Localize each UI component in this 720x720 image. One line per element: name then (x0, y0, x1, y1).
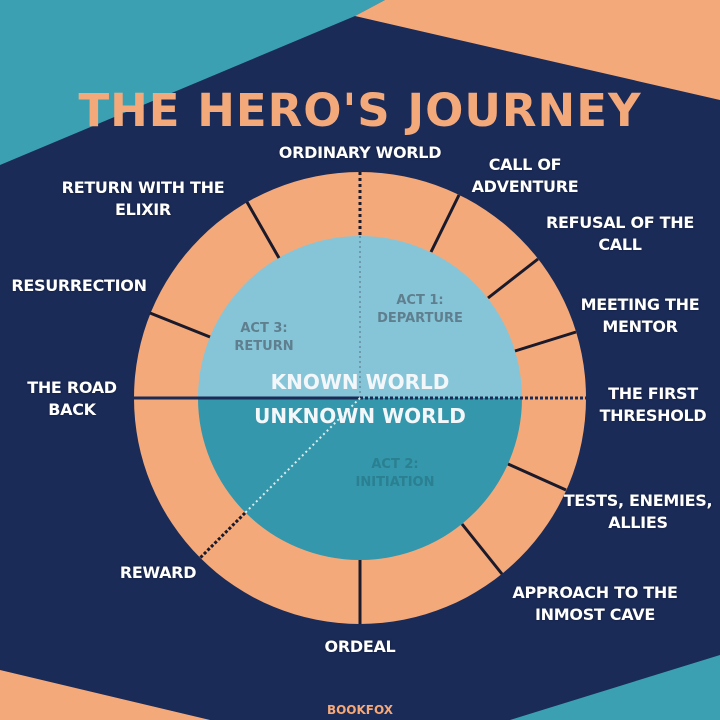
stage-label-resurrection: RESURRECTION (0, 275, 158, 297)
page-title: THE HERO'S JOURNEY (78, 84, 642, 137)
bottom-left-peach-shape (0, 670, 210, 720)
stage-label-meeting-the-mentor: MEETING THE MENTOR (560, 294, 720, 338)
stage-label-ordinary-world: ORDINARY WORLD (250, 142, 470, 164)
stage-label-text: APPROACH TO THE (512, 583, 678, 602)
stage-label-text: ORDINARY WORLD (278, 143, 442, 162)
unknown-world-label: UNKNOWN WORLD (254, 404, 466, 428)
stage-label-the-first-threshold: THE FIRST THRESHOLD (586, 383, 720, 427)
stage-label-text: ADVENTURE (471, 177, 579, 196)
stage-label-the-road-back: THE ROAD BACK (14, 377, 130, 421)
stage-label-call-of-adventure: CALL OF ADVENTURE (455, 154, 595, 198)
stage-label-text: REFUSAL OF THE (546, 213, 694, 232)
stage-label-text: RESURRECTION (11, 276, 147, 295)
stage-label-text: REWARD (119, 563, 197, 582)
stage-label-text: ALLIES (608, 513, 668, 532)
stage-label-text: TESTS, ENEMIES, (563, 491, 713, 510)
bottom-right-teal-shape (510, 655, 720, 720)
stage-label-text: BACK (48, 400, 96, 419)
act-label-initiation: ACT 2: INITIATION (345, 456, 445, 492)
stage-label-text: THRESHOLD (599, 406, 707, 425)
act-label-return: ACT 3: RETURN (224, 320, 304, 356)
stage-label-approach-to-the-inmost-cave: APPROACH TO THE INMOST CAVE (500, 582, 690, 626)
stage-label-text: THE ROAD (27, 378, 117, 397)
top-left-teal-shape (0, 0, 385, 165)
stage-label-reward: REWARD (100, 562, 216, 584)
act-label-text: ACT 3: (240, 321, 288, 336)
stage-label-refusal-of-the-call: REFUSAL OF THE CALL (530, 212, 710, 256)
credit-label: BOOKFOX (326, 703, 394, 717)
stage-label-text: CALL OF (488, 155, 562, 174)
act-label-text: RETURN (234, 339, 294, 354)
stage-label-text: MEETING THE (580, 295, 700, 314)
act-label-departure: ACT 1: DEPARTURE (370, 292, 470, 328)
act-label-text: INITIATION (355, 475, 435, 490)
stage-label-ordeal: ORDEAL (300, 636, 420, 658)
top-right-peach-shape (355, 0, 720, 100)
known-world-label: KNOWN WORLD (270, 370, 450, 394)
stage-label-text: ORDEAL (324, 637, 396, 656)
act-label-text: ACT 2: (371, 457, 419, 472)
stage-label-text: INMOST CAVE (535, 605, 655, 624)
stage-label-text: RETURN WITH THE (61, 178, 225, 197)
stage-dividers (134, 194, 577, 624)
act-label-text: DEPARTURE (377, 311, 463, 326)
unknown-world-area (198, 398, 522, 560)
act-dividers-dotted (198, 172, 586, 560)
stage-label-tests-enemies-allies: TESTS, ENEMIES, ALLIES (556, 490, 720, 534)
stage-label-text: MENTOR (602, 317, 678, 336)
stage-label-return-with-the-elixir: RETURN WITH THE ELIXIR (50, 177, 236, 221)
stage-label-text: THE FIRST (608, 384, 698, 403)
stage-label-text: ELIXIR (115, 200, 171, 219)
stage-label-text: CALL (598, 235, 642, 254)
act-label-text: ACT 1: (396, 293, 444, 308)
